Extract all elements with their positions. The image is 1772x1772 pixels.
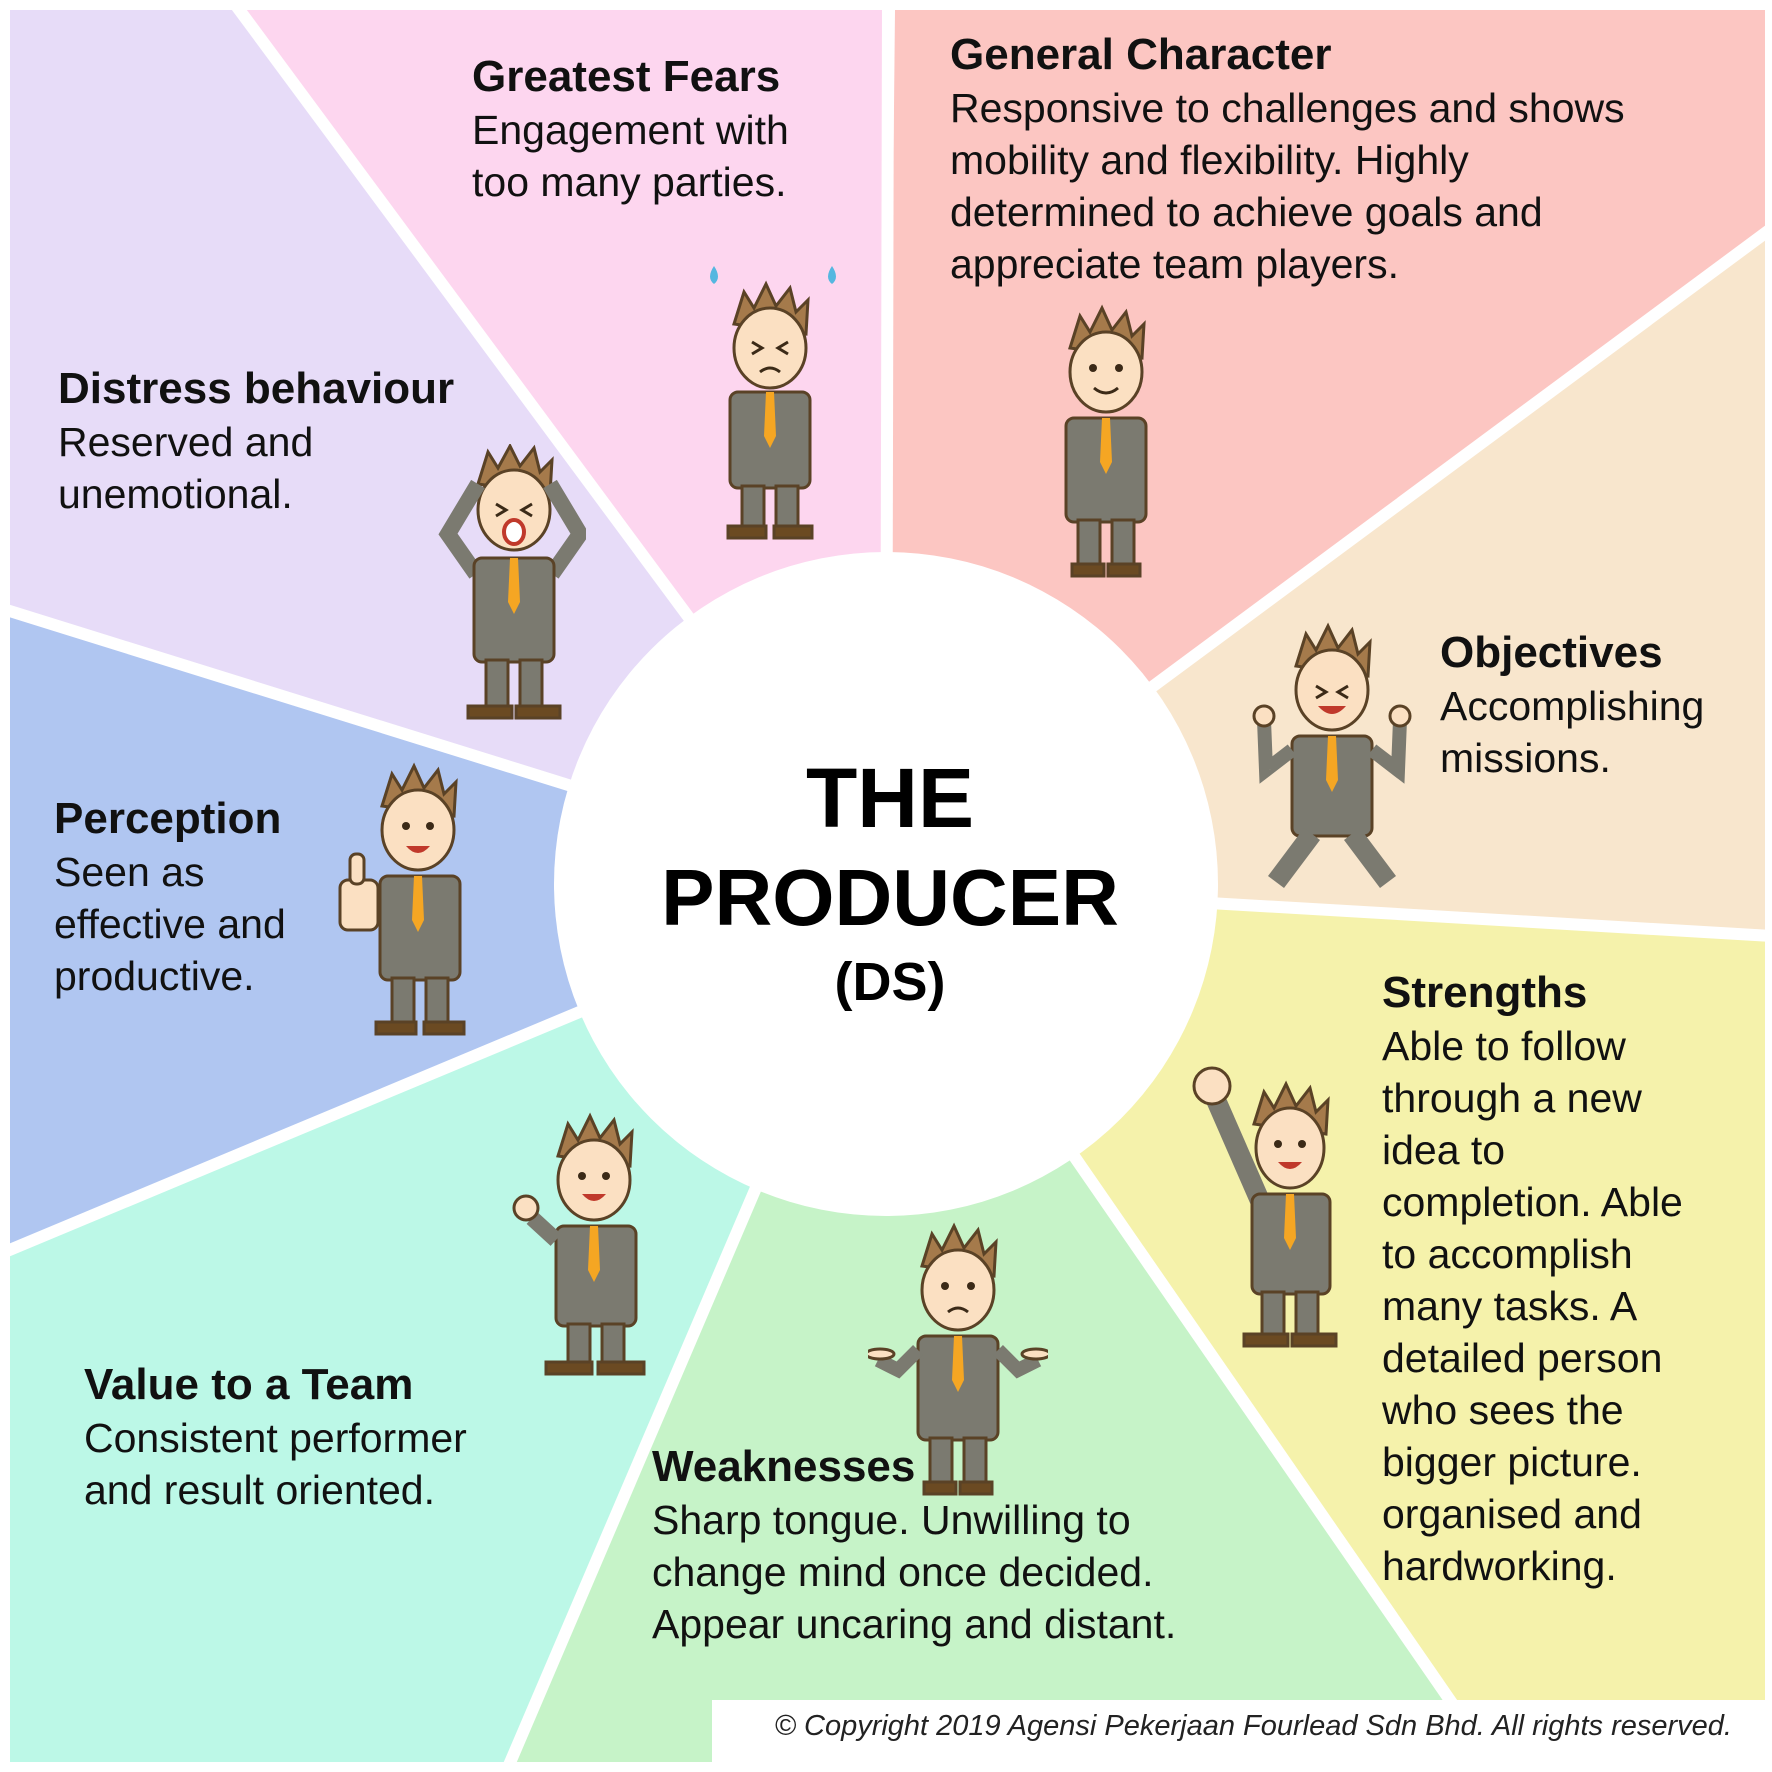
- pointing-idea-icon: [512, 1112, 646, 1376]
- jumping-celebrating-icon: [1252, 622, 1412, 888]
- body-line: through a new: [1382, 1075, 1642, 1121]
- segment-distress-behaviour: Distress behaviour Reserved and unemotio…: [58, 362, 454, 520]
- nervous-sweating-icon: [710, 266, 836, 540]
- body-line: determined to achieve goals and: [950, 189, 1543, 235]
- segment-body: Accomplishing missions.: [1440, 680, 1704, 784]
- body-line: completion. Able: [1382, 1179, 1683, 1225]
- body-line: to accomplish: [1382, 1231, 1633, 1277]
- segment-title: Weaknesses: [652, 1442, 916, 1491]
- body-line: Appear uncaring and distant.: [652, 1601, 1177, 1647]
- head-in-hands-icon: [438, 444, 586, 720]
- center-title-line3: (DS): [834, 952, 946, 1012]
- segment-title: Perception: [54, 794, 282, 843]
- body-line: unemotional.: [58, 471, 293, 517]
- segment-body: Engagement with too many parties.: [472, 104, 789, 208]
- segment-title: Objectives: [1440, 628, 1663, 677]
- body-line: Sharp tongue. Unwilling to: [652, 1497, 1131, 1543]
- center-circle: [554, 552, 1218, 1216]
- body-line: hardworking.: [1382, 1543, 1617, 1589]
- center-title-line2: PRODUCER: [661, 853, 1119, 942]
- body-line: change mind once decided.: [652, 1549, 1154, 1595]
- body-line: productive.: [54, 953, 255, 999]
- body-line: appreciate team players.: [950, 241, 1399, 287]
- body-line: missions.: [1440, 735, 1611, 781]
- segment-weaknesses: Weaknesses Sharp tongue. Unwilling to ch…: [652, 1440, 1176, 1650]
- body-line: mobility and flexibility. Highly: [950, 137, 1469, 183]
- body-line: many tasks. A: [1382, 1283, 1638, 1329]
- segment-title: Strengths: [1382, 968, 1588, 1017]
- body-line: bigger picture.: [1382, 1439, 1642, 1485]
- segment-title: Distress behaviour: [58, 364, 455, 413]
- body-line: Able to follow: [1382, 1023, 1626, 1069]
- body-line: and result oriented.: [84, 1467, 436, 1513]
- segment-general-character: General Character Responsive to challeng…: [950, 28, 1625, 290]
- segment-body: Responsive to challenges and shows mobil…: [950, 82, 1625, 290]
- body-line: Reserved and: [58, 419, 314, 465]
- body-line: idea to: [1382, 1127, 1506, 1173]
- segment-body: Reserved and unemotional.: [58, 416, 454, 520]
- segment-title: Greatest Fears: [472, 52, 781, 101]
- body-line: organised and: [1382, 1491, 1642, 1537]
- segment-perception: Perception Seen as effective and product…: [54, 792, 286, 1002]
- fist-raised-icon: [1192, 1066, 1338, 1348]
- body-line: Accomplishing: [1440, 683, 1705, 729]
- segment-value-to-team: Value to a Team Consistent performer and…: [84, 1358, 467, 1516]
- center-title: THE PRODUCER (DS): [560, 748, 1220, 1016]
- segment-objectives: Objectives Accomplishing missions.: [1440, 626, 1704, 784]
- center-title-line1: THE: [806, 751, 974, 845]
- body-line: Seen as: [54, 849, 205, 895]
- segment-strengths: Strengths Able to follow through a new i…: [1382, 966, 1683, 1592]
- thumbs-up-icon: [338, 762, 466, 1036]
- smiling-standing-icon: [1064, 304, 1148, 578]
- copyright-notice: © Copyright 2019 Agensi Pekerjaan Fourle…: [774, 1710, 1732, 1742]
- copyright-strip: [712, 1700, 1772, 1772]
- body-line: too many parties.: [472, 159, 787, 205]
- segment-greatest-fears: Greatest Fears Engagement with too many …: [472, 50, 789, 208]
- segment-title: Value to a Team: [84, 1360, 414, 1409]
- body-line: Consistent performer: [84, 1415, 467, 1461]
- segment-body: Seen as effective and productive.: [54, 846, 286, 1002]
- body-line: effective and: [54, 901, 286, 947]
- shrugging-icon: [868, 1222, 1048, 1496]
- segment-body: Consistent performer and result oriented…: [84, 1412, 467, 1516]
- segment-body: Sharp tongue. Unwilling to change mind o…: [652, 1494, 1176, 1650]
- segment-title: General Character: [950, 30, 1332, 79]
- body-line: Engagement with: [472, 107, 789, 153]
- segment-body: Able to follow through a new idea to com…: [1382, 1020, 1683, 1592]
- body-line: detailed person: [1382, 1335, 1663, 1381]
- body-line: Responsive to challenges and shows: [950, 85, 1625, 131]
- body-line: who sees the: [1382, 1387, 1624, 1433]
